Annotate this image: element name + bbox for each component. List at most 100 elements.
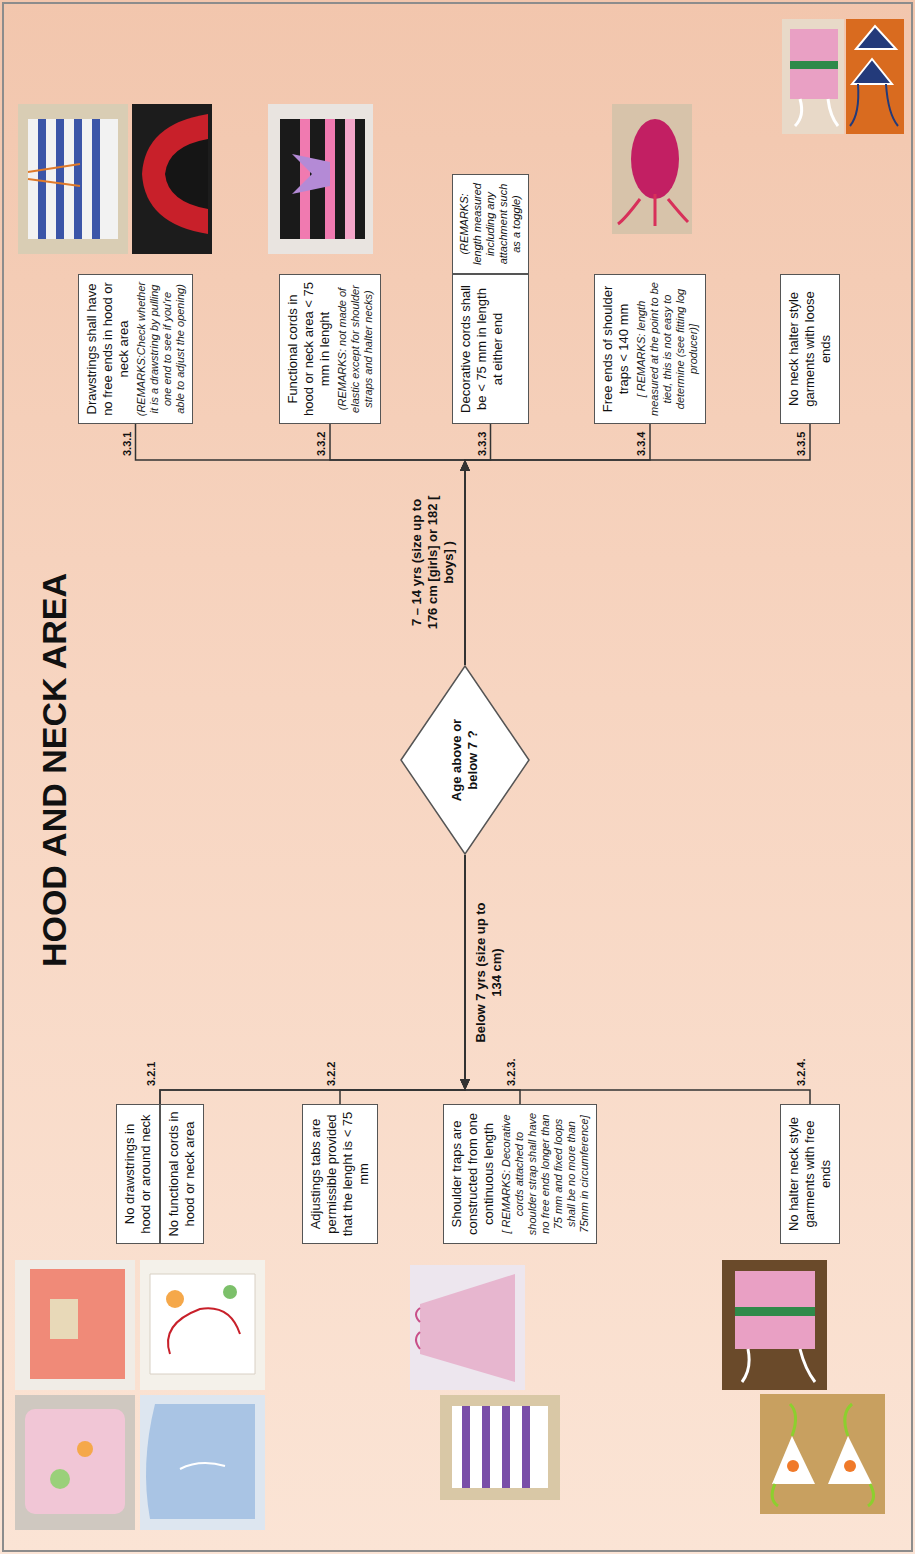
photo-ground [846, 19, 904, 134]
branch-connector [136, 424, 466, 665]
photo-ground [782, 19, 844, 134]
rule-box: Drawstrings shall have no free ends in h… [78, 274, 193, 424]
garment-stripe [735, 1307, 815, 1316]
garment-stripe [345, 119, 355, 239]
remark-text: [ REMARKS: Decorative cords attached to … [500, 1111, 591, 1237]
photo-ground [140, 1260, 265, 1390]
arrow-head [460, 1079, 470, 1090]
garment-stripe [56, 119, 64, 239]
arrow-head [460, 460, 470, 471]
page-frame [3, 3, 912, 1551]
drawstring [28, 164, 80, 172]
rule-text: Drawstrings shall have no free ends in h… [84, 281, 132, 417]
arrow-head [460, 460, 470, 471]
arrow-head [460, 1079, 470, 1090]
bow [292, 154, 330, 194]
callout-number: 3.2.1 [145, 1062, 158, 1086]
hood-opening [165, 139, 208, 209]
rule-text: Decorative cords shall be < 75 mm in len… [458, 281, 506, 417]
label-tag [50, 1299, 78, 1339]
garment-stripe [462, 1406, 470, 1488]
drawstring [180, 1463, 225, 1469]
photo-ground [440, 1395, 560, 1500]
callout-number: 3.3.2 [315, 432, 328, 456]
photo-ground [140, 1395, 265, 1530]
garment [452, 1406, 548, 1488]
print [223, 1285, 237, 1299]
rule-text: No halter neck style garments with free … [786, 1111, 834, 1237]
hood [142, 114, 208, 234]
branch-connector [160, 855, 465, 1104]
remark-text: [ REMARKS: length measured at the point … [635, 281, 700, 417]
photo-ground [268, 104, 373, 254]
diagram-title: HOOD AND NECK AREA [34, 470, 74, 1070]
print [168, 1308, 240, 1354]
garment-stripe [92, 119, 100, 239]
rule-box: Decorative cords shall be < 75 mm in len… [452, 274, 529, 424]
branch-connector [465, 424, 810, 665]
garment [631, 119, 679, 199]
rule-box: No drawstrings in hood or around neck [116, 1104, 160, 1244]
print [50, 1469, 70, 1489]
callout-number: 3.3.1 [121, 432, 134, 456]
rule-box: No halter neck style garments with free … [780, 1104, 840, 1244]
rule-text: Free ends of shoulder traps < 140 mm [600, 281, 632, 417]
callout-number: 3.2.3. [505, 1058, 518, 1086]
rule-box: Adjustings tabs are permissible provided… [302, 1104, 378, 1244]
photo-ground [132, 104, 212, 254]
callout-number: 3.2.4. [795, 1058, 808, 1086]
rule-text: Functional cords in hood or neck area < … [285, 281, 333, 417]
arrow-head [460, 1079, 470, 1090]
arrow-head [460, 1079, 470, 1090]
bikini-cup [852, 59, 892, 84]
photo-ground [18, 104, 128, 254]
decision-diamond: Age above or below 7 ? [400, 665, 530, 855]
halter-string [850, 84, 898, 126]
branch-label: 7 – 14 yrs (size up to 176 cm [girls] or… [409, 488, 457, 638]
garment [420, 1274, 515, 1382]
garment [280, 119, 365, 239]
garment-stripe [790, 61, 838, 69]
garment [28, 119, 118, 239]
diamond-shape [401, 666, 529, 854]
photo-ground [760, 1394, 885, 1514]
garment-stripe [522, 1406, 530, 1488]
print [77, 1441, 93, 1457]
garment [146, 1404, 255, 1519]
arrow-head [460, 460, 470, 471]
remark-text: (REMARKS: not made of elastic except for… [336, 281, 375, 417]
rule-box: (REMARKS: length measured including any … [452, 174, 529, 274]
garment [790, 29, 838, 99]
branch-connector [160, 855, 465, 1104]
rule-text: Age above or below 7 ? [449, 710, 481, 810]
arrow-head [460, 460, 470, 471]
rule-text: (REMARKS: length measured including any … [458, 181, 523, 267]
remark-text: (REMARKS:Check whether it is a drawstrin… [135, 281, 187, 417]
branch-connector [465, 855, 810, 1104]
rule-box: No functional cords in hood or neck area [160, 1104, 204, 1244]
branch-label: Below 7 yrs (size up to 134 cm) [473, 898, 505, 1048]
rule-box: Free ends of shoulder traps < 140 mm[ RE… [594, 274, 706, 424]
garment [25, 1409, 125, 1514]
drawstring [28, 179, 80, 186]
photo-ground [722, 1260, 827, 1390]
arrow-head [460, 1079, 470, 1090]
callout-number: 3.2.2 [325, 1062, 338, 1086]
branch-connector [465, 855, 520, 1104]
rule-text: No neck halter style garments with loose… [786, 281, 834, 417]
branch-connector [340, 855, 465, 1104]
bikini-part [856, 26, 896, 49]
photo-ground [15, 1395, 135, 1530]
print [787, 1460, 799, 1472]
garment-stripe [74, 119, 82, 239]
arrow-head [460, 460, 470, 471]
rule-box: Shoulder traps are constructed from one … [443, 1104, 597, 1244]
garment [150, 1274, 255, 1374]
rule-text: Adjustings tabs are permissible provided… [308, 1111, 372, 1237]
photo-ground [15, 1260, 135, 1390]
print [844, 1460, 856, 1472]
rule-text: No drawstrings in hood or around neck [122, 1111, 154, 1237]
rule-text: No functional cords in hood or neck area [166, 1111, 198, 1237]
halter-string [742, 1349, 815, 1382]
